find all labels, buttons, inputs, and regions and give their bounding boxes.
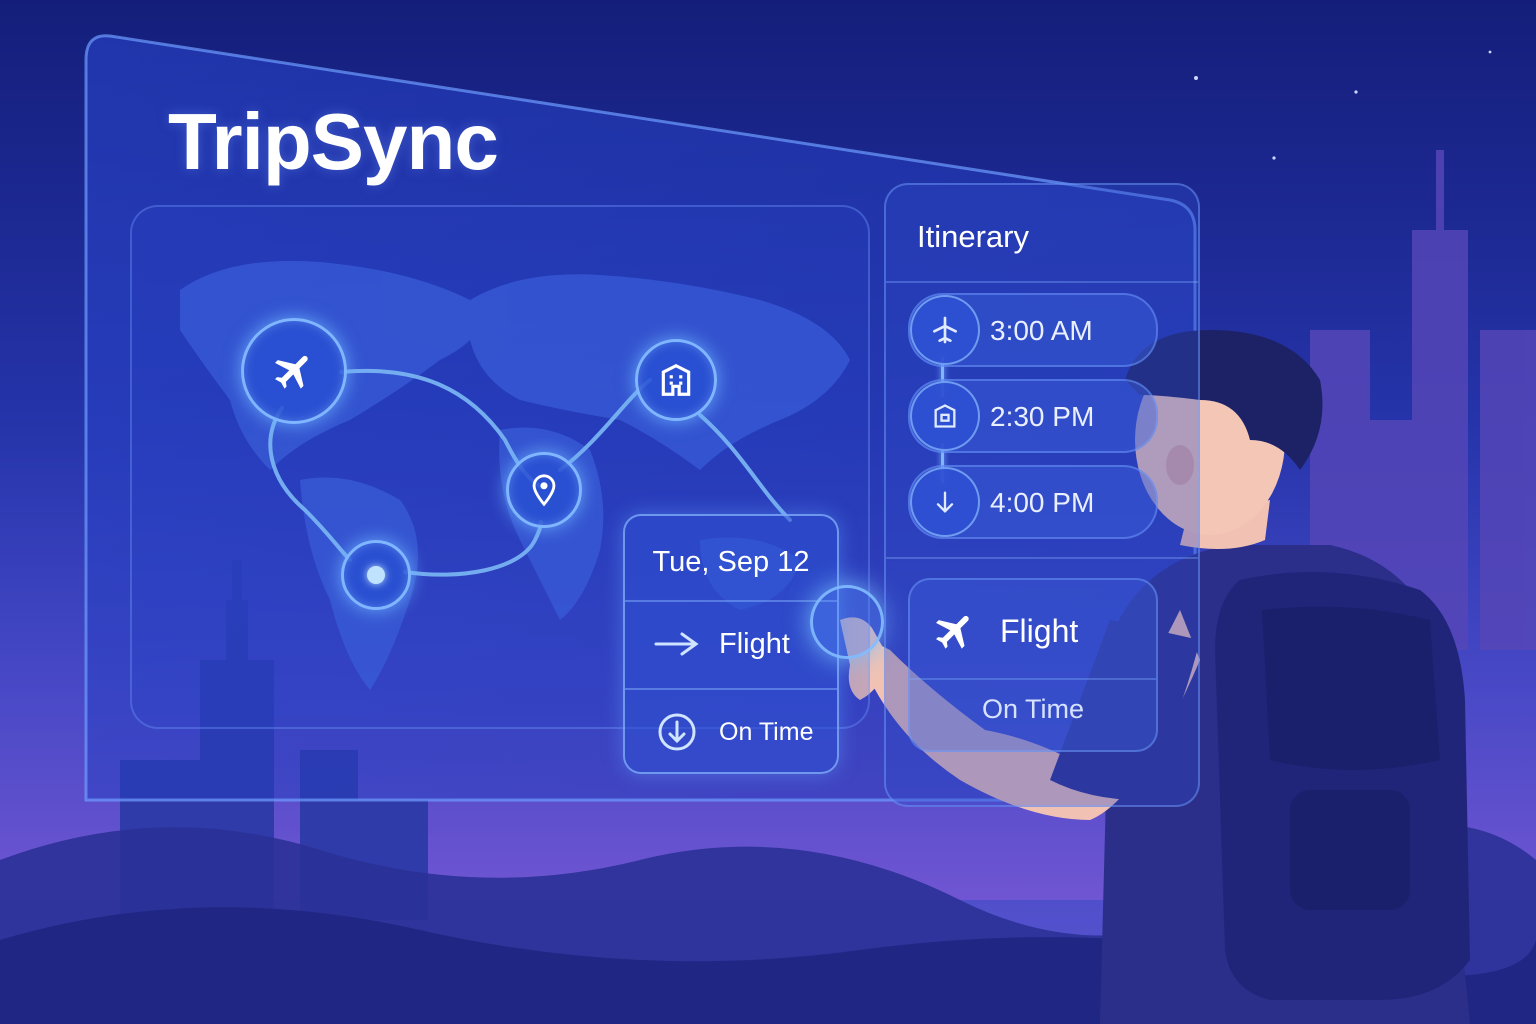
flight-label: Flight bbox=[1000, 612, 1079, 649]
divider bbox=[910, 678, 1156, 680]
touch-point[interactable] bbox=[810, 585, 884, 659]
day-date: Tue, Sep 12 bbox=[652, 546, 810, 578]
app-title: TripSync bbox=[168, 97, 499, 186]
itinerary-time: 2:30 PM bbox=[990, 401, 1095, 432]
map-node-pin[interactable] bbox=[506, 452, 582, 528]
itinerary-time: 3:00 AM bbox=[990, 315, 1093, 346]
timeline-connector bbox=[941, 357, 944, 397]
hotel-icon bbox=[910, 381, 980, 451]
itinerary-panel: Itinerary 3:00 AM 2:30 PM 4:00 PM Flight… bbox=[884, 183, 1200, 807]
arrow-down-icon bbox=[910, 467, 980, 537]
status-badge: On Time bbox=[981, 694, 1085, 724]
arrow-right-icon bbox=[647, 631, 707, 657]
map-node-plane[interactable] bbox=[241, 318, 347, 424]
itinerary-time: 4:00 PM bbox=[990, 487, 1095, 518]
map-node-hotel[interactable] bbox=[635, 339, 717, 421]
plane-icon bbox=[936, 615, 969, 649]
itinerary-title: Itinerary bbox=[917, 219, 1029, 254]
divider bbox=[625, 688, 837, 690]
arrival-icon bbox=[647, 712, 707, 752]
day-row-flight[interactable]: Flight bbox=[625, 602, 837, 686]
day-row-label: On Time bbox=[719, 717, 814, 746]
flight-status-row: Flight bbox=[932, 608, 1078, 654]
divider bbox=[625, 600, 837, 602]
divider bbox=[886, 281, 1198, 283]
map-node-dot[interactable] bbox=[341, 540, 411, 610]
itinerary-item[interactable]: 3:00 AM bbox=[908, 293, 1158, 367]
location-pin-icon bbox=[532, 474, 556, 507]
itinerary-item[interactable]: 4:00 PM bbox=[908, 465, 1158, 539]
divider bbox=[886, 557, 1198, 559]
plane-icon bbox=[275, 355, 308, 389]
day-card[interactable]: Tue, Sep 12 Flight On Time bbox=[623, 514, 839, 774]
itinerary-item[interactable]: 2:30 PM bbox=[908, 379, 1158, 453]
dot-marker bbox=[367, 566, 385, 584]
plane-icon bbox=[910, 295, 980, 365]
day-row-status[interactable]: On Time bbox=[625, 690, 837, 774]
flight-status-card[interactable]: Flight On Time bbox=[908, 578, 1158, 752]
timeline-connector bbox=[941, 443, 944, 483]
day-row-label: Flight bbox=[719, 627, 790, 660]
hotel-icon bbox=[661, 363, 691, 396]
